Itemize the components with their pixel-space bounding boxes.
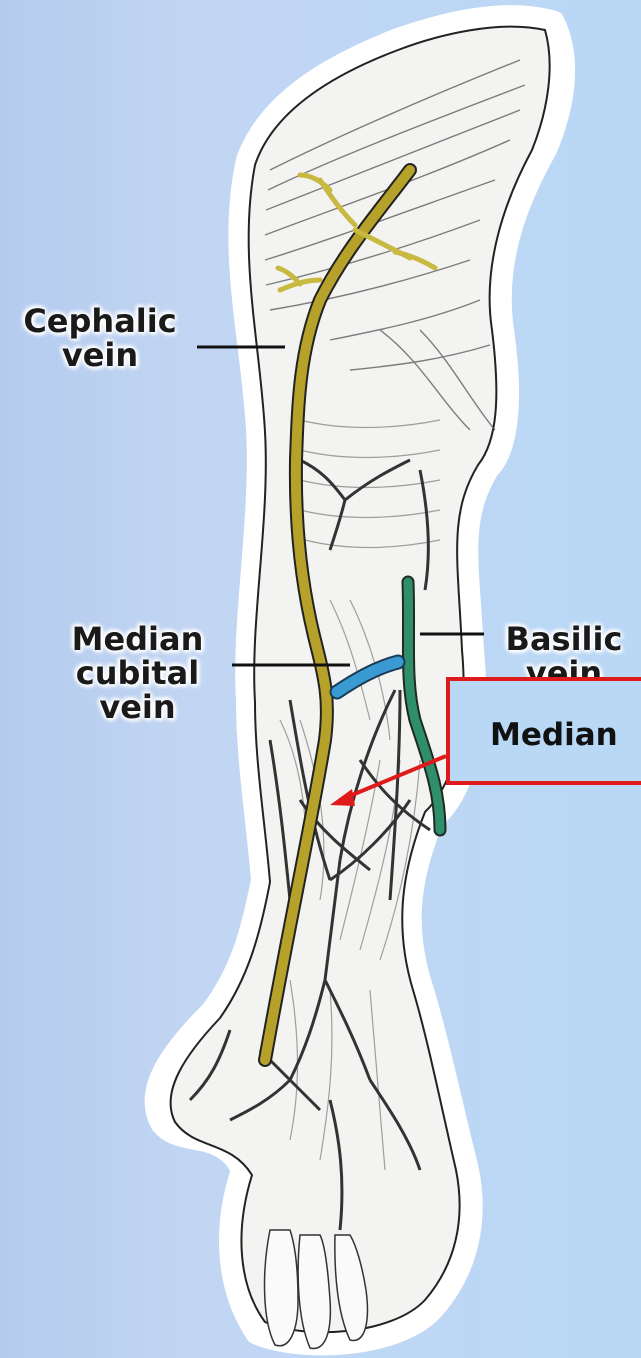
callout-text: Median	[490, 717, 618, 753]
cephalic-label-line-1: Cephalic	[10, 304, 190, 338]
median-cubital-vein-label: Median cubital vein	[50, 622, 225, 724]
median-cubital-label-line-2: cubital	[50, 656, 225, 690]
basilic-label-line-1: Basilic	[484, 622, 641, 656]
median-cubital-label-line-1: Median	[50, 622, 225, 656]
cephalic-vein-label: Cephalic vein	[10, 304, 190, 372]
fingers	[265, 1230, 368, 1348]
cephalic-label-line-2: vein	[10, 338, 190, 372]
callout-box: Median	[446, 677, 641, 785]
median-cubital-label-line-3: vein	[50, 690, 225, 724]
